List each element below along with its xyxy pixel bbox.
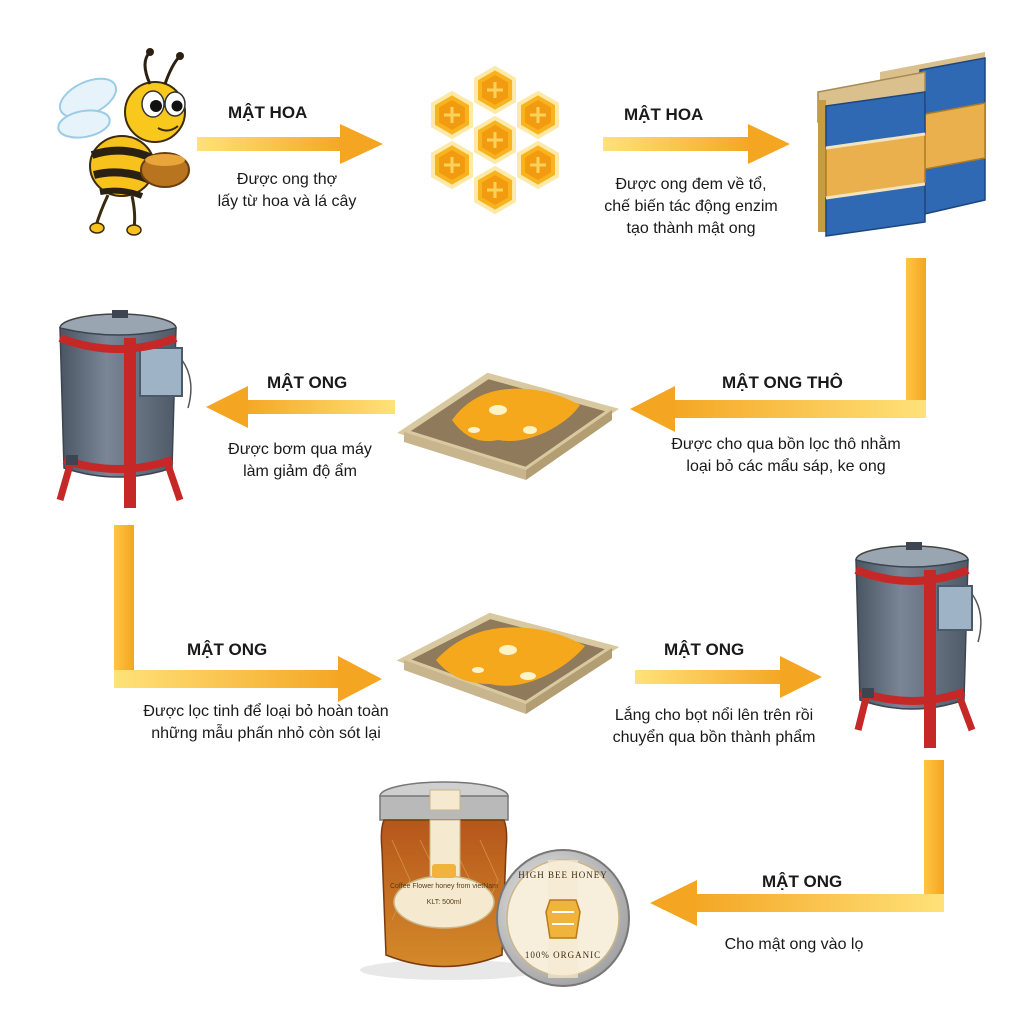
lid-bottom-text: 100% ORGANIC [524, 950, 602, 960]
step-6-desc-line2: chuyển qua bồn thành phẩm [612, 729, 816, 746]
step-4-desc-line1: Được bơm qua máy [228, 441, 372, 458]
honey-lid-illustration [496, 849, 630, 987]
step-1-label: MẬT HOA [228, 103, 308, 122]
step-6-desc-line1: Lắng cho bọt nổi lên trên rồi [614, 707, 814, 724]
honey-jar-illustration [360, 781, 540, 980]
bee-illustration [57, 48, 190, 236]
step-2-desc-line3: tạo thành mật ong [626, 220, 756, 237]
settling-tank-illustration [854, 542, 982, 748]
coarse-filter-tray-illustration [397, 372, 619, 480]
jar-label-line1: Coffee Flower honey from vietNam [389, 883, 499, 890]
lid-top-text: HIGH BEE HONEY [518, 870, 608, 880]
step-3-label: MẬT ONG THÔ [722, 373, 843, 392]
arrow-filter-to-extractor [206, 386, 395, 428]
step-2-desc-line1: Được ong đem về tổ, [615, 176, 767, 193]
pipe-settling-tank-to-jar [650, 760, 944, 926]
pipe-hives-to-filter [630, 258, 926, 432]
step-4-label: MẬT ONG [267, 373, 348, 392]
arrow-fine-filter-to-settling-tank [635, 656, 822, 698]
step-2-desc-line2: chế biến tác động enzim [604, 198, 778, 215]
step-1-desc-line2: lấy từ hoa và lá cây [217, 193, 357, 210]
fine-filter-tray-illustration [396, 612, 620, 714]
step-5-label: MẬT ONG [187, 640, 268, 659]
step-7-desc-line1: Cho mật ong vào lọ [724, 936, 864, 953]
step-6-label: MẬT ONG [664, 640, 745, 659]
extractor-tank-illustration [56, 310, 192, 508]
honeycomb-illustration [431, 66, 559, 214]
pipe-extractor-to-fine-filter [114, 525, 382, 702]
beehives-illustration [817, 52, 986, 237]
arrow-bee-to-honeycomb [197, 124, 383, 164]
step-3-desc-line1: Được cho qua bồn lọc thô nhằm [671, 436, 901, 453]
step-1-desc-line1: Được ong thợ [236, 171, 338, 188]
step-3-desc-line2: loại bỏ các mẩu sáp, ke ong [686, 458, 886, 475]
step-5-desc-line2: những mẫu phấn nhỏ còn sót lại [151, 725, 381, 742]
arrow-honeycomb-to-hives [603, 124, 790, 164]
step-2-label: MẬT HOA [624, 105, 704, 124]
step-7-label: MẬT ONG [762, 872, 843, 891]
jar-label-line2: KLT: 500ml [426, 899, 462, 906]
step-4-desc-line2: làm giảm độ ẩm [243, 463, 357, 480]
step-5-desc-line1: Được lọc tinh để loại bỏ hoàn toàn [143, 703, 389, 720]
